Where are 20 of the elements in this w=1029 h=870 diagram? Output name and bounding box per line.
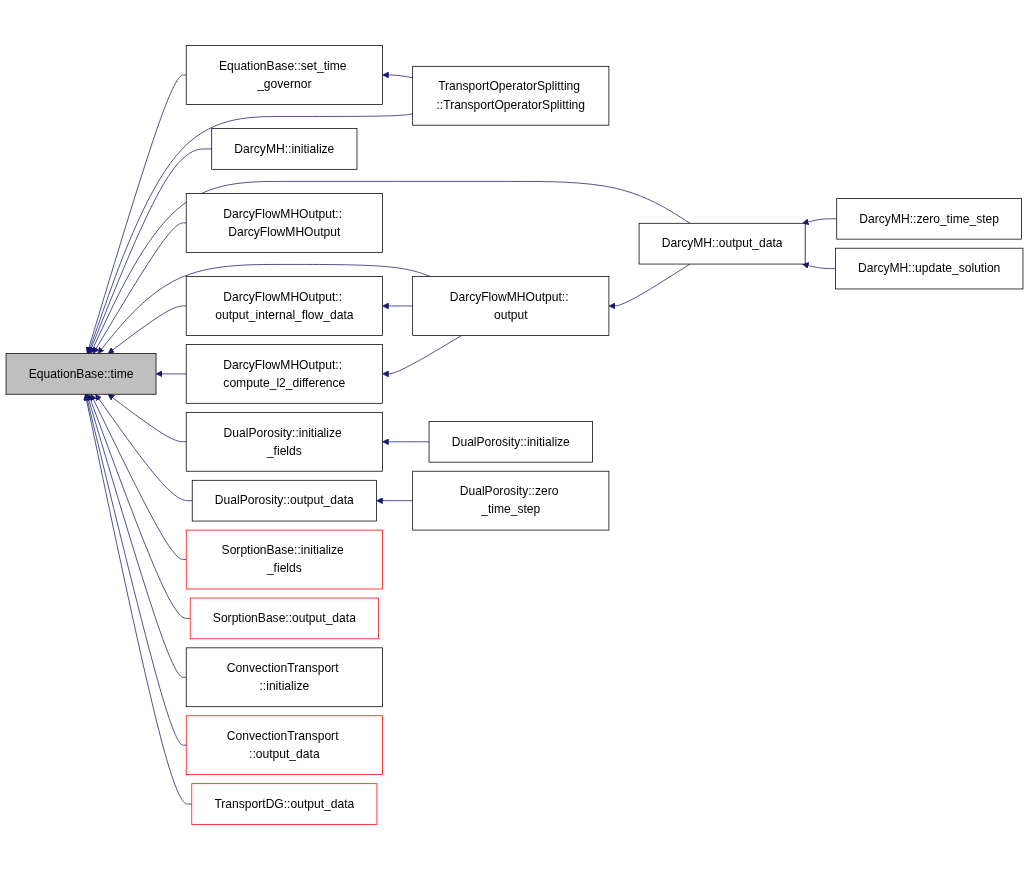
node-box: ConvectionTransport ::initialize xyxy=(185,647,383,708)
node-box: DarcyFlowMHOutput:: DarcyFlowMHOutput xyxy=(185,193,383,253)
node-box: SorptionBase::output_data xyxy=(189,597,379,640)
node-box: DualPorosity::initialize _fields xyxy=(185,412,383,472)
node-box: SorptionBase::initialize _fields xyxy=(185,529,383,590)
node-box: EquationBase::time xyxy=(5,353,157,395)
node-box: DarcyMH::update_solution xyxy=(835,247,1024,290)
node-box: DarcyMH::zero_time_step xyxy=(836,198,1022,240)
node-box: DarcyFlowMHOutput:: output xyxy=(412,276,610,336)
node-box: TransportOperatorSplitting ::TransportOperatorSplitting xyxy=(412,65,610,126)
node-box: TransportDG::output_data xyxy=(191,783,378,825)
node-box: DualPorosity::initialize xyxy=(428,421,593,463)
node-box: EquationBase::set_time _governor xyxy=(185,45,383,105)
node-box: DarcyFlowMHOutput:: compute_l2_difference xyxy=(185,344,383,404)
node-box: DualPorosity::output_data xyxy=(191,479,377,522)
node-box: DarcyMH::initialize xyxy=(211,128,358,170)
node-box: DarcyMH::output_data xyxy=(638,222,806,265)
node-box: ConvectionTransport ::output_data xyxy=(185,715,383,775)
node-box: DarcyFlowMHOutput:: output_internal_flow_data xyxy=(185,276,383,336)
node-box: DualPorosity::zero _time_step xyxy=(412,470,610,531)
